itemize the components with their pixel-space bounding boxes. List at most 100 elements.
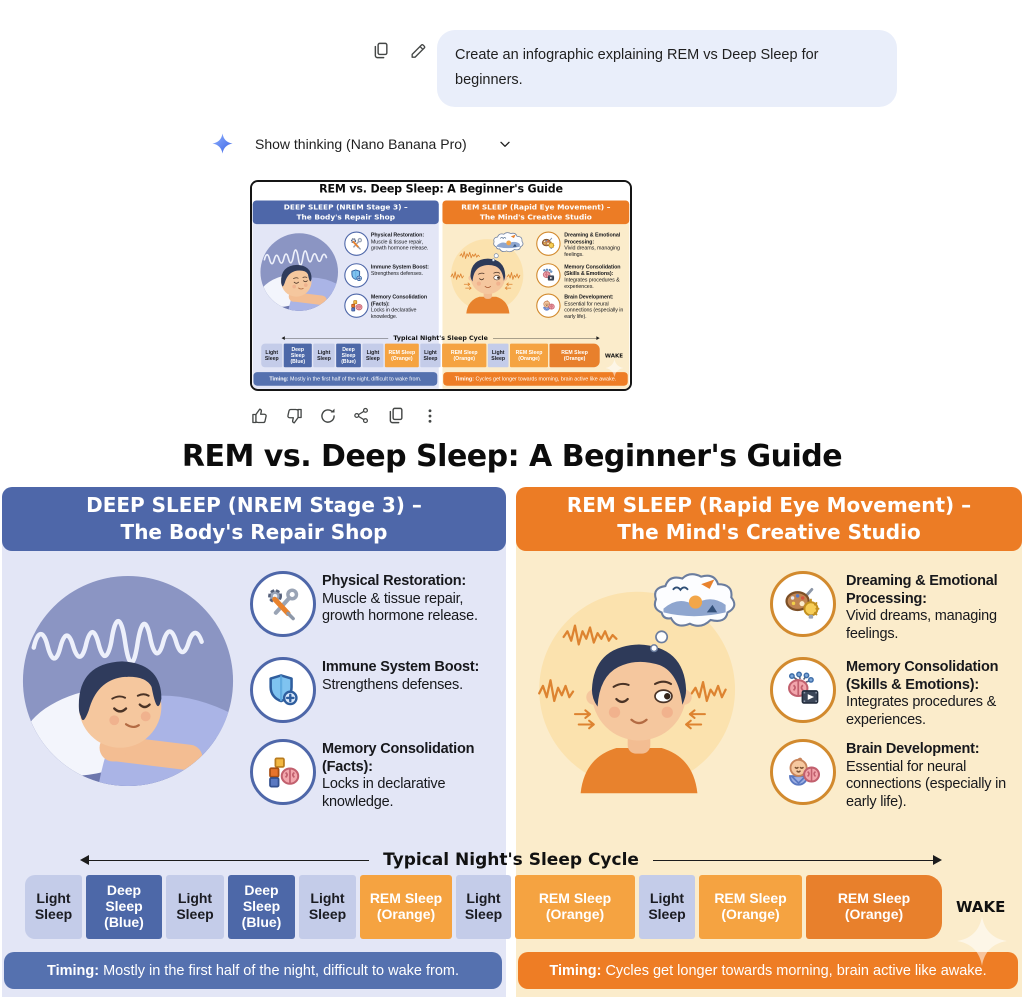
deep-sleep-header: DEEP SLEEP (NREM Stage 3) – The Body's R… xyxy=(2,487,506,551)
share-button[interactable] xyxy=(348,402,375,429)
rem-sleep-header-line2: The Mind's Creative Studio xyxy=(479,212,592,222)
brain-film-icon xyxy=(536,263,561,288)
regenerate-button[interactable] xyxy=(314,402,341,429)
palette-bulb-icon xyxy=(536,231,561,256)
deep-sleep-panel: DEEP SLEEP (NREM Stage 3) – The Body's R… xyxy=(2,487,506,997)
item-body: Locks in declarative knowledge. xyxy=(370,307,417,320)
dreaming-person-illustration xyxy=(538,573,736,794)
wake-label: WAKE xyxy=(956,898,1006,916)
timing-label: Timing: xyxy=(549,962,602,979)
deep-sleep-timing-bar: Timing: Mostly in the first half of the … xyxy=(253,372,438,386)
thumbs-down-button[interactable] xyxy=(280,402,307,429)
cycle-block: Light Sleep xyxy=(487,343,509,368)
item-body: Muscle & tissue repair, growth hormone r… xyxy=(370,238,429,252)
deep-sleep-panel: DEEP SLEEP (NREM Stage 3) – The Body's R… xyxy=(252,200,439,389)
cycle-block: Light Sleep xyxy=(166,875,224,939)
deep-sleep-header: DEEP SLEEP (NREM Stage 3) – The Body's R… xyxy=(252,200,439,225)
generated-image-thumbnail[interactable]: REM vs. Deep Sleep: A Beginner's Guide D… xyxy=(250,180,632,391)
more-options-button[interactable] xyxy=(416,402,443,429)
cycle-block: REM Sleep (Orange) xyxy=(360,875,452,939)
item-heading: Physical Restoration: xyxy=(322,573,467,589)
infographic-title: REM vs. Deep Sleep: A Beginner's Guide xyxy=(319,182,563,196)
baby-brain-icon xyxy=(770,739,836,805)
item-body: Vivid dreams, managing feelings. xyxy=(564,245,620,258)
sleep-cycle-bar: Light Sleep Deep Sleep (Blue) Light Slee… xyxy=(261,343,624,368)
generated-infographic-image: REM vs. Deep Sleep: A Beginner's Guide D… xyxy=(252,182,630,389)
rem-sleep-header-line2: The Mind's Creative Studio xyxy=(617,520,921,544)
sleep-cycle-title-row: Typical Night's Sleep Cycle xyxy=(80,849,943,871)
tools-icon xyxy=(250,571,316,637)
cycle-block: REM Sleep (Orange) xyxy=(510,343,549,368)
rem-sleep-header-line1: REM SLEEP (Rapid Eye Movement) – xyxy=(566,493,972,517)
timing-text: Cycles get longer towards morning, brain… xyxy=(475,375,617,382)
item-heading: Memory Consolidation (Skills & Emotions)… xyxy=(846,659,999,693)
thumbs-up-button[interactable] xyxy=(246,402,273,429)
gemini-sparkle-icon xyxy=(212,133,233,154)
baby-brain-icon xyxy=(536,293,561,318)
item-heading: Memory Consolidation (Facts): xyxy=(370,294,428,307)
item-heading: Dreaming & Emotional Processing: xyxy=(564,232,621,245)
blocks-brain-icon xyxy=(344,293,369,318)
thumbs-down-icon xyxy=(286,408,302,423)
item-heading: Immune System Boost: xyxy=(370,263,429,270)
cycle-block: Light Sleep xyxy=(299,875,356,939)
show-thinking-toggle[interactable]: Show thinking (Nano Banana Pro) xyxy=(206,132,519,155)
item-heading: Brain Development: xyxy=(564,294,614,301)
timing-text: Mostly in the first half of the night, d… xyxy=(290,375,422,382)
cycle-block: Light Sleep xyxy=(362,343,384,368)
response-action-bar xyxy=(246,402,443,429)
item-heading: Brain Development: xyxy=(846,741,980,757)
timing-label: Timing: xyxy=(269,375,289,382)
cycle-block: Light Sleep xyxy=(456,875,511,939)
cycle-block: Deep Sleep (Blue) xyxy=(283,343,312,368)
wake-label: WAKE xyxy=(604,352,624,359)
sleep-cycle-bar: Light Sleep Deep Sleep (Blue) Light Slee… xyxy=(25,875,1005,939)
cycle-block: REM Sleep (Orange) xyxy=(515,875,635,939)
cycle-block: REM Sleep (Orange) xyxy=(384,343,419,368)
item-body: Integrates procedures & experiences. xyxy=(564,276,620,290)
chevron-down-icon xyxy=(497,136,513,152)
sleeping-person-illustration xyxy=(260,233,339,311)
cycle-block: REM Sleep (Orange) xyxy=(699,875,802,939)
deep-sleep-header-line1: DEEP SLEEP (NREM Stage 3) – xyxy=(283,202,408,212)
rem-sleep-header-line1: REM SLEEP (Rapid Eye Movement) – xyxy=(461,202,611,212)
user-prompt-bubble: Create an infographic explaining REM vs … xyxy=(437,30,897,107)
item-heading: Memory Consolidation (Facts): xyxy=(322,741,475,775)
sleep-cycle-title-row: Typical Night's Sleep Cycle xyxy=(281,334,600,342)
item-heading: Dreaming & Emotional Processing: xyxy=(846,573,998,607)
deep-sleep-header-line1: DEEP SLEEP (NREM Stage 3) – xyxy=(86,493,422,517)
generated-infographic-image[interactable]: REM vs. Deep Sleep: A Beginner's Guide D… xyxy=(0,437,1024,997)
blocks-brain-icon xyxy=(250,739,316,805)
rem-sleep-timing-bar: Timing: Cycles get longer towards mornin… xyxy=(518,952,1018,989)
cycle-block: Deep Sleep (Blue) xyxy=(228,875,295,939)
item-body: Strengthens defenses. xyxy=(322,676,463,693)
edit-prompt-button[interactable] xyxy=(404,36,432,64)
timing-label: Timing: xyxy=(46,962,100,979)
more-vert-icon xyxy=(428,408,431,423)
item-body: Essential for neural connections (especi… xyxy=(846,758,1007,811)
cycle-block: Deep Sleep (Blue) xyxy=(336,343,361,368)
cycle-block: Light Sleep xyxy=(313,343,335,368)
sleeping-person-illustration xyxy=(22,575,234,787)
item-body: Vivid dreams, managing feelings. xyxy=(846,608,997,643)
regenerate-icon xyxy=(320,408,335,423)
arrow-right-icon xyxy=(596,336,600,340)
thumbnail-content: REM vs. Deep Sleep: A Beginner's Guide D… xyxy=(252,182,630,389)
deep-sleep-header-line2: The Body's Repair Shop xyxy=(296,212,396,222)
brain-film-icon xyxy=(770,657,836,723)
arrow-left-icon xyxy=(80,855,89,865)
copy-prompt-button[interactable] xyxy=(366,36,394,64)
deep-sleep-timing-bar: Timing: Mostly in the first half of the … xyxy=(4,952,502,989)
copy-icon xyxy=(389,407,403,424)
tools-icon xyxy=(344,231,369,256)
infographic-title: REM vs. Deep Sleep: A Beginner's Guide xyxy=(181,439,843,474)
timing-text: Mostly in the first half of the night, d… xyxy=(103,962,460,979)
copy-response-button[interactable] xyxy=(382,402,409,429)
arrow-line xyxy=(652,859,934,861)
share-icon xyxy=(354,407,368,424)
item-body: Integrates procedures & experiences. xyxy=(846,694,997,729)
cycle-block: Deep Sleep (Blue) xyxy=(86,875,162,939)
arrow-line xyxy=(89,859,370,861)
deep-sleep-header-line2: The Body's Repair Shop xyxy=(120,520,388,544)
